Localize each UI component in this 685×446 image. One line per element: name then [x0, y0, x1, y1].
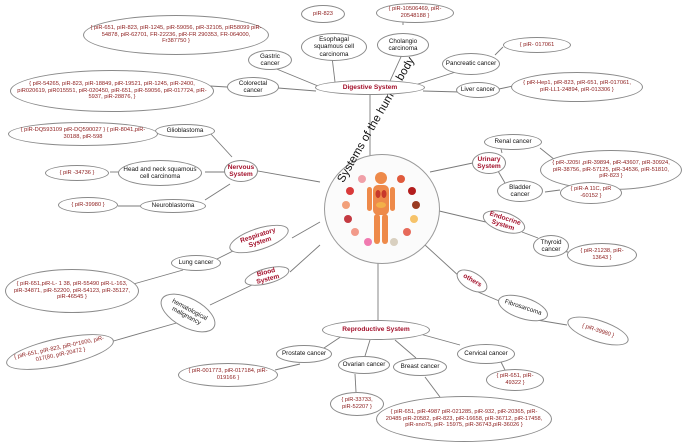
colorectal-pirna-node: { piR-54265, piR-823, piR-18849, piR-195… — [10, 70, 214, 112]
bladder-node: Bladder cancer — [497, 180, 543, 202]
prostate-pirna-node: { piR-001773, piR-017184, piR-019166 } — [178, 363, 278, 387]
neuroblastoma-pirna-node: { piR-39980 } — [58, 197, 118, 213]
nervous-system-node: Nervous System — [224, 160, 258, 182]
esophageal-pirna-list: piR-823 — [313, 10, 333, 17]
prostate-pirna-list: { piR-001773, piR-017184, piR-019166 } — [188, 368, 268, 381]
gastric-pirna-node: { piR-651, piR-823, piR-1245, piR-59056,… — [83, 15, 269, 55]
pancreatic-pirna-list: { piR- 017061 — [519, 41, 555, 48]
uterus-organ-icon — [364, 238, 372, 246]
liver-organ-icon — [412, 201, 420, 209]
head-neck-node: Head and neck squamous cell carcinoma — [118, 160, 202, 186]
fibrosarcoma-pirna-list: { piR-39980 } — [581, 322, 615, 339]
bladder-organ-icon — [403, 228, 411, 236]
esophageal-pirna-node: piR-823 — [301, 5, 345, 23]
cholangio-node: Cholangio carcinoma — [377, 33, 429, 57]
intestine-organ-icon — [351, 228, 359, 236]
fibrosarcoma-label: Fibrosarcoma — [503, 298, 543, 318]
thyroid-label: Thyroid cancer — [540, 238, 562, 253]
reproductive-system-node: Reproductive System — [322, 320, 430, 340]
ovarian-node: Ovarian cancer — [338, 356, 390, 374]
stomach-organ-icon — [342, 201, 350, 209]
cervical-node: Cervical cancer — [457, 344, 515, 364]
kidney-organ-icon — [344, 215, 352, 223]
ovarian-pirna-list: { piR-33733, piR-52207 } — [341, 397, 373, 410]
lung-pirna-node: { piR-651,piR-L- 1 38, piR-55490 piR-L-1… — [5, 269, 139, 313]
pancreas-organ-icon — [410, 215, 418, 223]
prostate-label: Prostate cancer — [281, 350, 327, 358]
renal-node: Renal cancer — [484, 134, 542, 150]
lung-pirna-list: { piR-651,piR-L- 1 38, piR-55490 piR-L-1… — [13, 280, 131, 301]
reproductive-system-label: Reproductive System — [342, 326, 410, 334]
cervical-pirna-node: { piR-651, piR- 49322 } — [486, 369, 544, 391]
gastric-cancer-node: Gastric cancer — [248, 50, 292, 70]
others-label: others — [461, 272, 483, 289]
glioblastoma-pirna-list: { piR-DQ593109 piR-DQ590027 } { piR-8041… — [20, 127, 146, 140]
liver-label: Liver cancer — [460, 86, 496, 94]
pancreatic-pirna-node: { piR- 017061 — [503, 37, 571, 53]
breast-node: Breast cancer — [393, 358, 447, 376]
gastric-cancer-label: Gastric cancer — [260, 52, 280, 67]
ovarian-label: Ovarian cancer — [342, 361, 386, 369]
glioblastoma-pirna-node: { piR-DQ593109 piR-DQ590027 } { piR-8041… — [8, 122, 158, 146]
thyroid-organ-icon — [397, 175, 405, 183]
lung-node: Lung cancer — [171, 255, 221, 271]
bladder-pirna-node: { piR-A 11C, piR -60152 } — [560, 182, 622, 204]
internal-organs-icon — [375, 190, 387, 208]
prostate-node: Prostate cancer — [276, 345, 332, 363]
colorectal-node: Colorectal cancer — [227, 77, 279, 97]
digestive-system-node: Digestive System — [315, 80, 425, 95]
liver-pirna-list: { piR-Hep1, piR-823, piR-651, piR-017061… — [523, 80, 631, 93]
blood-drop-icon — [408, 187, 416, 195]
urinary-system-label: Urinary System — [477, 155, 501, 170]
thyroid-pirna-list: { piR-21238, piR-13643 } — [580, 248, 624, 261]
colorectal-pirna-list: { piR-54265, piR-823, piR-18849, piR-195… — [17, 80, 207, 101]
pancreatic-label: Pancreatic cancer — [445, 60, 497, 68]
cholangio-label: Cholangio carcinoma — [388, 37, 418, 52]
glioblastoma-label: Glioblastoma — [166, 127, 204, 135]
cholangio-pirna-node: { piR-10506469, piR-20548188 } — [376, 3, 454, 23]
urinary-system-node: Urinary System — [472, 152, 506, 174]
renal-pirna-node: { piR-J205I ,piR-39894, piR-43607, piR-3… — [540, 150, 682, 190]
human-figure-icon — [367, 172, 395, 244]
thyroid-node: Thyroid cancer — [533, 235, 569, 257]
breast-pirna-node: { piR-651, piR-4987 piR-021285, piR-932,… — [376, 396, 552, 442]
renal-label: Renal cancer — [494, 138, 532, 146]
gastric-pirna-list: { piR-651, piR-823, piR-1245, piR-59056,… — [90, 24, 262, 45]
pancreatic-node: Pancreatic cancer — [442, 53, 500, 75]
human-body-illustration — [342, 172, 420, 246]
ovarian-pirna-node: { piR-33733, piR-52207 } — [330, 392, 384, 416]
esophageal-node: Esophagal squamous cell carcinoma — [301, 33, 367, 61]
neuroblastoma-pirna-list: { piR-39980 } — [71, 201, 105, 208]
head-neck-label: Head and neck squamous cell carcinoma — [123, 165, 197, 180]
liver-pirna-node: { piR-Hep1, piR-823, piR-651, piR-017061… — [511, 72, 643, 102]
lung-label: Lung cancer — [178, 259, 214, 267]
cervical-label: Cervical cancer — [464, 350, 508, 358]
cholangio-pirna-list: { piR-10506469, piR-20548188 } — [388, 6, 442, 19]
nervous-system-label: Nervous System — [227, 163, 255, 178]
digestive-system-label: Digestive System — [342, 83, 398, 91]
thyroid-pirna-node: { piR-21238, piR-13643 } — [567, 243, 637, 267]
head-neck-pirna-list: { piR -34736 } — [59, 169, 95, 176]
bone-organ-icon — [390, 238, 398, 246]
neuroblastoma-node: Neuroblastoma — [140, 199, 206, 213]
bladder-label: Bladder cancer — [509, 183, 531, 198]
liver-node: Liver cancer — [456, 82, 500, 98]
esophageal-label: Esophagal squamous cell carcinoma — [313, 36, 355, 58]
brain-organ-icon — [358, 175, 366, 183]
colorectal-label: Colorectal cancer — [238, 79, 268, 94]
cervical-pirna-list: { piR-651, piR- 49322 } — [496, 373, 534, 386]
lungs-organ-icon — [346, 187, 354, 195]
glioblastoma-node: Glioblastoma — [155, 124, 215, 138]
head-neck-pirna-node: { piR -34736 } — [45, 165, 109, 181]
bladder-pirna-list: { piR-A 11C, piR -60152 } — [570, 186, 612, 199]
breast-pirna-list: { piR-651, piR-4987 piR-021285, piR-932,… — [385, 408, 543, 429]
renal-pirna-list: { piR-J205I ,piR-39894, piR-43607, piR-3… — [552, 159, 670, 180]
breast-label: Breast cancer — [400, 363, 440, 371]
neuroblastoma-label: Neuroblastoma — [151, 202, 195, 210]
